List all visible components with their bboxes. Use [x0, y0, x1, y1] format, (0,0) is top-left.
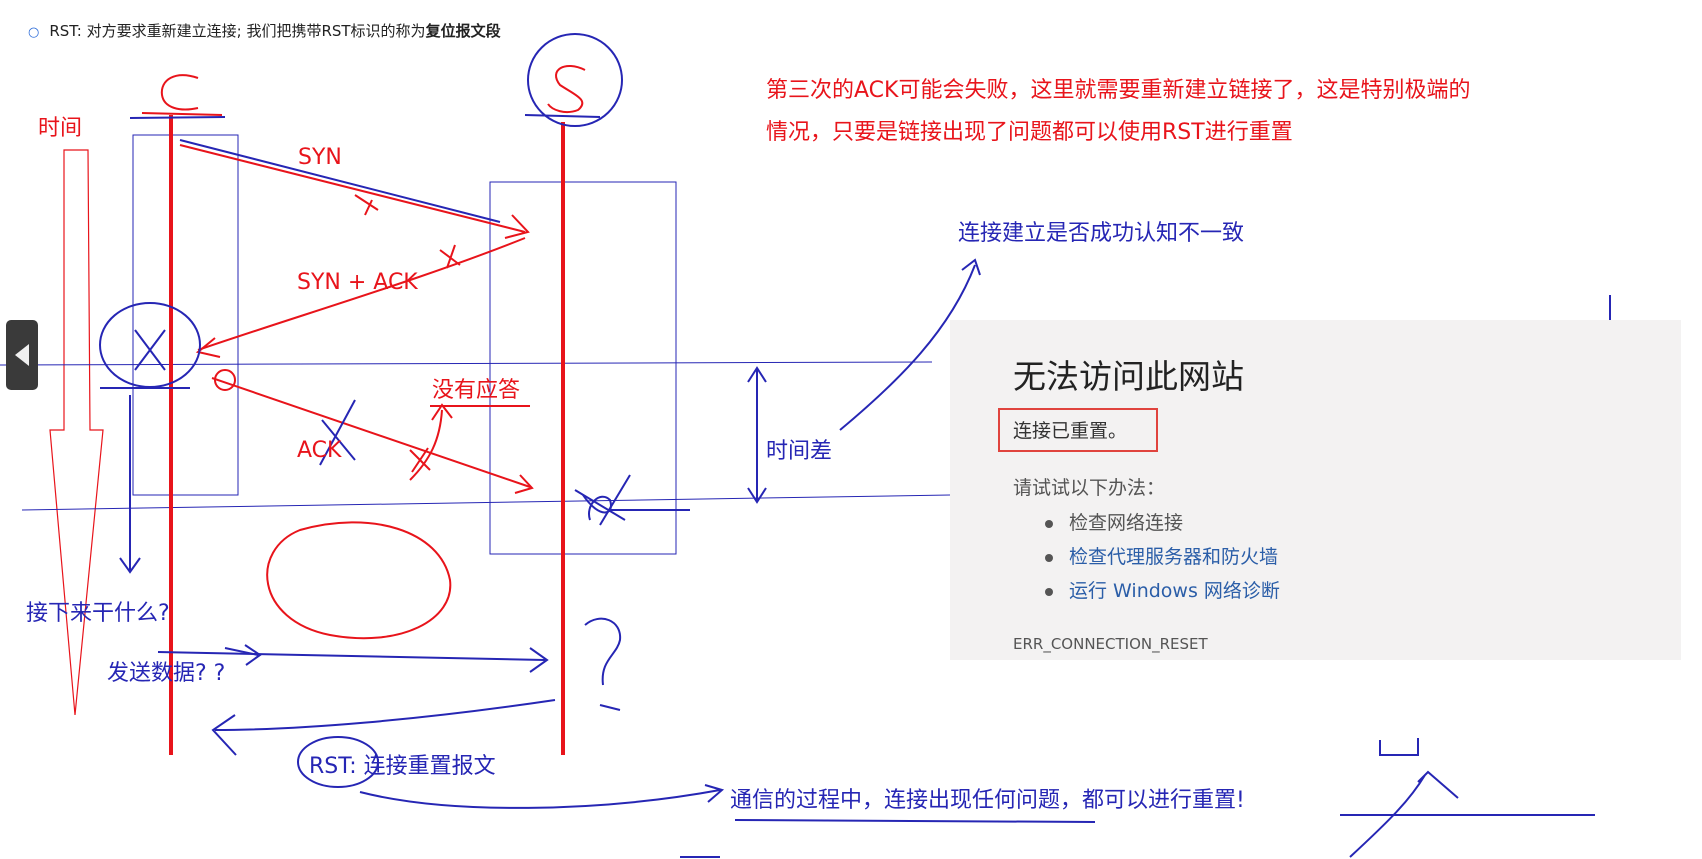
header-text: RST: 对方要求重新建立连接; 我们把携带RST标识的称为	[49, 22, 426, 40]
server-box	[489, 181, 677, 555]
no-reply-label: 没有应答	[432, 378, 521, 403]
error-code: ERR_CONNECTION_RESET	[1013, 635, 1208, 653]
time-arrow	[49, 149, 104, 716]
client-box	[132, 134, 239, 496]
time-label: 时间	[38, 116, 83, 141]
consistency-label: 连接建立是否成功认知不一致	[958, 221, 1245, 246]
syn-ack-label: SYN + ACK	[297, 270, 418, 295]
bullet-icon	[1045, 587, 1053, 596]
consistency-curve	[839, 258, 981, 431]
server-cross	[582, 494, 612, 521]
chevron-left-icon	[15, 344, 29, 366]
send-data-arrow	[157, 647, 549, 673]
server-circle	[527, 33, 623, 127]
ack-arrow	[211, 377, 531, 488]
error-title: 无法访问此网站	[1013, 357, 1244, 396]
syn-arrow-red	[179, 144, 526, 233]
error-try-label: 请试试以下办法：	[1013, 477, 1166, 499]
reset-anytime-label: 通信的过程中，连接出现任何问题，都可以进行重置!	[730, 788, 1245, 813]
bullet-icon	[1045, 553, 1053, 562]
syn-ack-arrow	[197, 237, 526, 351]
browser-error-panel: 无法访问此网站 连接已重置。 请试试以下办法： 检查网络连接 检查代理服务器和防…	[950, 320, 1681, 660]
previous-slide-button[interactable]	[6, 320, 38, 390]
syn-label: SYN	[298, 145, 342, 170]
ack-cross	[319, 399, 356, 466]
time-line-bottom	[21, 494, 951, 511]
syn-arrow-blue	[179, 139, 501, 223]
next-what-label: 接下来干什么?	[26, 601, 170, 626]
ack-label: ACK	[297, 438, 342, 463]
question-mark	[584, 617, 622, 711]
red-blob	[266, 521, 452, 640]
time-line-top	[0, 361, 933, 366]
client-label-c	[160, 74, 199, 111]
rst-back-arrow	[211, 699, 556, 756]
reset-curve	[359, 784, 725, 809]
send-data-label: 发送数据? ?	[107, 661, 226, 686]
header-bold: 复位报文段	[425, 22, 501, 40]
rst-circle	[297, 736, 379, 788]
error-subtitle-highlight	[998, 408, 1158, 452]
bullet-icon	[1045, 519, 1053, 528]
client-circle	[99, 302, 201, 388]
error-subtitle: 连接已重置。	[1013, 420, 1128, 442]
time-diff-arrow	[747, 366, 767, 504]
error-suggestion-link-diagnose[interactable]: 运行 Windows 网络诊断	[1045, 576, 1280, 603]
server-label-s	[547, 65, 586, 114]
time-diff-label: 时间差	[766, 439, 833, 464]
bullet-icon: ○	[28, 25, 40, 40]
rst-label: RST: 连接重置报文	[309, 754, 496, 779]
header-line: ○ RST: 对方要求重新建立连接; 我们把携带RST标识的称为复位报文段	[28, 20, 501, 41]
error-suggestion-link-proxy[interactable]: 检查代理服务器和防火墙	[1045, 542, 1278, 569]
error-suggestion-item: 检查网络连接	[1045, 508, 1183, 535]
note-red-top: 第三次的ACK可能会失败，这里就需要重新建立链接了，这是特别极端的情况，只要是链…	[766, 78, 1471, 145]
